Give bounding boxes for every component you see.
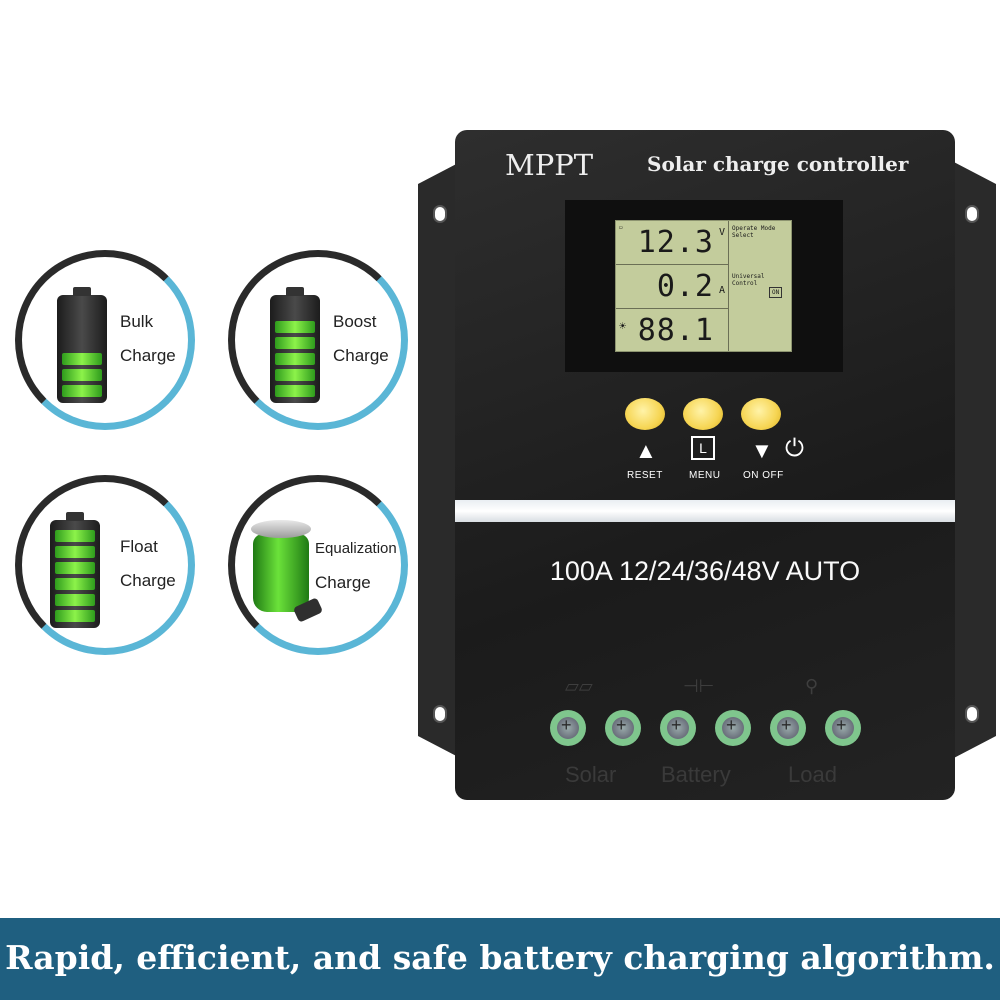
battery-bar (275, 369, 315, 381)
tagline-banner: Rapid, efficient, and safe battery charg… (0, 918, 1000, 1000)
bulk-charge-badge: Bulk Charge (15, 250, 195, 430)
battery-icon (50, 512, 100, 628)
stage-label: Bulk (120, 312, 154, 331)
onoff-label: ON OFF (743, 470, 784, 481)
lcd-voltage: 12.3 (637, 225, 714, 260)
battery-bar (275, 321, 315, 333)
lcd-screen: ▭ 12.3 V 0.2 A ☀ 88.1 Operate Mode Selec… (615, 220, 792, 352)
reset-label: RESET (627, 470, 663, 481)
battery-level (275, 321, 315, 397)
product-title: Solar charge controller (647, 152, 909, 176)
power-icon: ⏻ (785, 435, 804, 462)
stage-label: Float (120, 537, 158, 556)
lcd-current: 0.2 (656, 269, 714, 304)
mount-hole (433, 705, 447, 723)
battery-bar (275, 337, 315, 349)
battery-icon (270, 287, 320, 403)
stage-label: Equalization (315, 540, 397, 557)
menu-button[interactable] (683, 398, 723, 430)
battery-symbol-icon: ⊣⊢ (683, 676, 715, 696)
battery-icon: ▭ (619, 224, 623, 231)
solar-negative-terminal[interactable] (605, 710, 641, 746)
battery-bar (62, 385, 102, 397)
divider-strip (455, 500, 955, 522)
mount-hole (965, 705, 979, 723)
stage-label: Charge (120, 571, 176, 590)
sun-icon: ☀ (619, 319, 627, 333)
stage-label: Charge (120, 346, 176, 365)
onoff-button[interactable] (741, 398, 781, 430)
lcd-control-text: Universal Control (732, 273, 765, 287)
up-arrow-icon: ▲ (635, 438, 657, 463)
lcd-mode-text: Operate Mode Select (732, 225, 776, 239)
battery-icon (57, 287, 107, 403)
solar-positive-terminal[interactable] (550, 710, 586, 746)
lcd-row-current: 0.2 A (616, 265, 728, 309)
lcd-voltage-unit: V (718, 227, 725, 238)
lcd-on-box: ON (769, 287, 783, 298)
battery-bar (62, 369, 102, 381)
battery-bar (55, 530, 95, 542)
terminal-label-solar: Solar (565, 762, 617, 787)
mount-hole (433, 205, 447, 223)
battery-bar (55, 546, 95, 558)
battery-bar (55, 578, 95, 590)
mounting-ear-right (950, 160, 996, 760)
stage-label: Boost (333, 312, 377, 331)
lcd-side-panel: Operate Mode Select Universal Control ON (728, 221, 791, 351)
menu-icon: L (691, 436, 715, 460)
battery-positive-terminal[interactable] (660, 710, 696, 746)
battery-bar (55, 610, 95, 622)
battery-bar (55, 562, 95, 574)
battery-negative-terminal[interactable] (715, 710, 751, 746)
load-positive-terminal[interactable] (770, 710, 806, 746)
rating-label: 100A 12/24/36/48V AUTO (549, 556, 861, 586)
terminal-block (550, 710, 861, 746)
battery-bar (55, 594, 95, 606)
lcd-row-bottom: ☀ 88.1 (616, 309, 728, 352)
battery-bar (275, 385, 315, 397)
stage-label: Charge (333, 346, 389, 365)
reset-button[interactable] (625, 398, 665, 430)
solar-panel-icon: ▱▱ (565, 676, 593, 696)
tagline-text: Rapid, efficient, and safe battery charg… (5, 938, 995, 977)
bulb-icon: ⚲ (805, 676, 819, 696)
brand-label: MPPT (505, 148, 594, 182)
charge-controller: MPPT Solar charge controller ▭ 12.3 V 0.… (455, 130, 955, 800)
lcd-current-unit: A (718, 285, 725, 296)
down-arrow-icon: ▼ (751, 438, 773, 463)
battery-jar-icon (251, 520, 311, 612)
battery-bar (275, 353, 315, 365)
lcd-bottom-value: 88.1 (637, 313, 714, 348)
float-charge-badge: Float Charge (15, 475, 195, 655)
battery-bar (62, 353, 102, 365)
battery-level (55, 530, 95, 622)
boost-charge-badge: Boost Charge (228, 250, 408, 430)
terminal-label-battery: Battery (661, 762, 731, 787)
mount-hole (965, 205, 979, 223)
menu-label: MENU (689, 470, 721, 481)
battery-level (62, 353, 102, 397)
equalization-charge-badge: Equalization Charge (228, 475, 408, 655)
terminal-label-load: Load (788, 762, 837, 787)
load-negative-terminal[interactable] (825, 710, 861, 746)
lcd-row-voltage: ▭ 12.3 V (616, 221, 728, 265)
stage-label: Charge (315, 573, 371, 592)
